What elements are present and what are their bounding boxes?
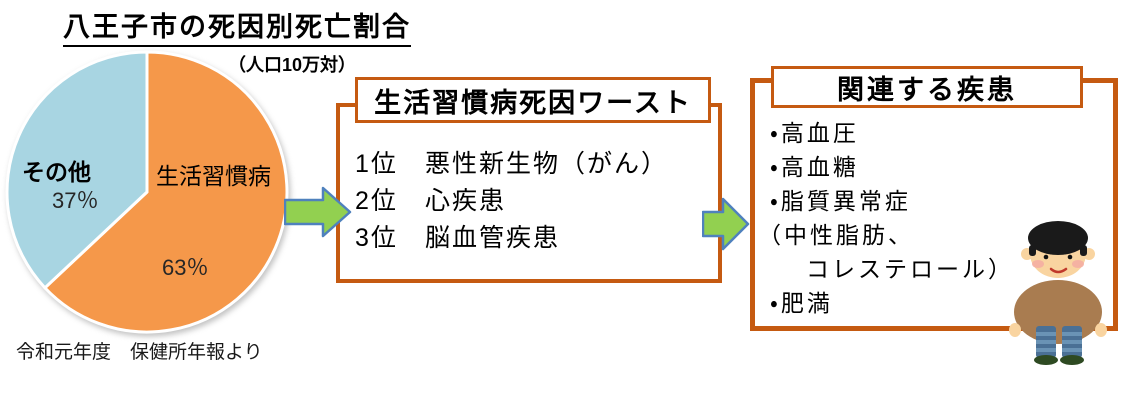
pie-chart — [5, 50, 289, 334]
rank-label: 3位 — [355, 224, 398, 252]
pie-label-other: その他 — [22, 159, 91, 185]
related-diseases-list: ・高血圧 ・高血糖 ・脂質異常症 （中性脂肪、 コレステロール） ・肥満 — [756, 116, 1014, 320]
obese-person-illustration — [1009, 221, 1107, 365]
rank-label: 2位 — [355, 187, 398, 215]
list-item: ・高血圧 — [770, 120, 859, 146]
list-item: コレステロール） — [780, 256, 1014, 282]
pie-value-lifestyle: 63％ — [162, 255, 209, 280]
list-item: ・高血糖 — [770, 154, 859, 180]
list-item: ・脂質異常症 — [770, 188, 911, 214]
list-item: 1位 悪性新生物（がん） — [355, 146, 668, 183]
cause-label: 脳血管疾患 — [425, 224, 561, 252]
list-item: 2位 心疾患 — [355, 183, 668, 220]
flow-arrow-icon — [284, 186, 352, 238]
worst-causes-heading: 生活習慣病死因ワースト — [355, 77, 711, 123]
page-title: 八王子市の死因別死亡割合 — [63, 5, 411, 47]
pie-value-other: 37％ — [52, 188, 99, 213]
related-diseases-heading: 関連する疾患 — [771, 66, 1083, 108]
list-item: 3位 脳血管疾患 — [355, 220, 668, 257]
cause-label: 悪性新生物（がん） — [425, 150, 669, 178]
flow-arrow-icon — [702, 197, 750, 251]
rank-label: 1位 — [355, 150, 398, 178]
list-item: ・肥満 — [770, 290, 833, 316]
pie-slices — [5, 50, 289, 334]
cause-label: 心疾患 — [425, 187, 507, 215]
worst-causes-list: 1位 悪性新生物（がん） 2位 心疾患 3位 脳血管疾患 — [355, 146, 668, 257]
pie-unit-note: （人口10万対） — [228, 55, 357, 75]
pie-source-note: 令和元年度 保健所年報より — [16, 342, 263, 363]
pie-label-lifestyle: 生活習慣病 — [156, 163, 271, 189]
list-item: （中性脂肪、 — [758, 222, 914, 248]
